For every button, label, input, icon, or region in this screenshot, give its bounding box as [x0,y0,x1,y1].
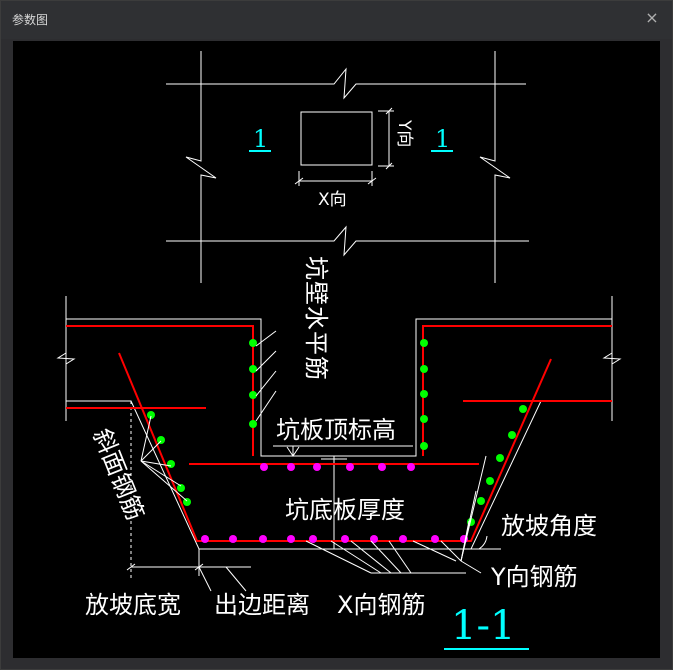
plan-top-line [166,67,526,100]
label-edge-distance: 出边距离 [214,591,310,619]
rebar-dot-green [177,484,185,492]
close-icon[interactable]: × [645,8,659,27]
plan-left-line [185,51,217,283]
rebar-dot-green [420,442,428,450]
label-slope-rebar: 斜面钢筋 [87,425,149,524]
plan-bottom-line [166,225,529,257]
rebar-dot-magenta [287,535,295,543]
rebar-dot-green [420,390,428,398]
rebar-dot-magenta [399,535,407,543]
rebar-dot-green [420,365,428,373]
rebar-dot-green [183,498,191,506]
section-mark-right: 1 [435,125,450,153]
rebar-dot-green [420,339,428,347]
rebar-dot-magenta [260,463,268,471]
rebar-dot-magenta [431,535,439,543]
rebar-dot-magenta [346,463,354,471]
rebar-dot-magenta [201,535,209,543]
label-slope-bottom-width: 放坡底宽 [85,591,181,619]
rebar-dot-green [519,405,527,413]
plan-right-line [479,51,511,283]
rebar-dot-green [249,339,257,347]
rebar-dot-magenta [370,535,378,543]
section-title: 1-1 [444,603,529,650]
plan-view [166,51,529,283]
label-x-rebar: X向钢筋 [337,591,425,619]
label-y-rebar: Y向钢筋 [490,563,578,591]
rebar-dot-magenta [229,535,237,543]
label-slope-angle: 放坡角度 [501,512,597,540]
rebar-dot-magenta [341,535,349,543]
rebar-dot-magenta [407,463,415,471]
rebar-dot-green [420,415,428,423]
plan-x-label: X向 [318,190,347,210]
rebar-dot-green [249,420,257,428]
diagram-canvas: X向 Y向 1 1 [13,41,660,658]
rebar-lines [66,325,612,542]
label-pit-bottom-thickness: 坑底板厚度 [285,496,405,524]
rebar-dot-magenta [309,535,317,543]
rebar-dot-magenta [378,463,386,471]
label-wall-horizontal-bar: 坑壁水平筋 [302,256,330,381]
leader-lines [140,330,487,592]
rebar-dot-green [477,497,485,505]
rebar-dot-green [157,436,165,444]
rebar-dot-magenta [287,463,295,471]
title-bar: 参数图 × [1,1,672,39]
diagram-svg: X向 Y向 1 1 [56,51,622,650]
rebar-dot-green [167,460,175,468]
rebar-dot-green [249,365,257,373]
rebar-dot-green [249,391,257,399]
rebar-dots [147,339,527,543]
rebar-dot-green [486,477,494,485]
rebar-dot-green [496,454,504,462]
section-title-text: 1-1 [451,603,515,649]
window-title: 参数图 [12,13,49,27]
plan-pit-rect [300,111,373,166]
rebar-dot-green [147,411,155,419]
section-mark-left: 1 [253,125,268,153]
label-pit-top-elev: 坑板顶标高 [276,416,396,444]
rebar-dot-magenta [313,463,321,471]
rebar-dot-green [508,431,516,439]
rebar-dot-magenta [259,535,267,543]
plan-y-label: Y向 [394,119,414,147]
plan-section-marks: 1 1 [249,125,453,153]
